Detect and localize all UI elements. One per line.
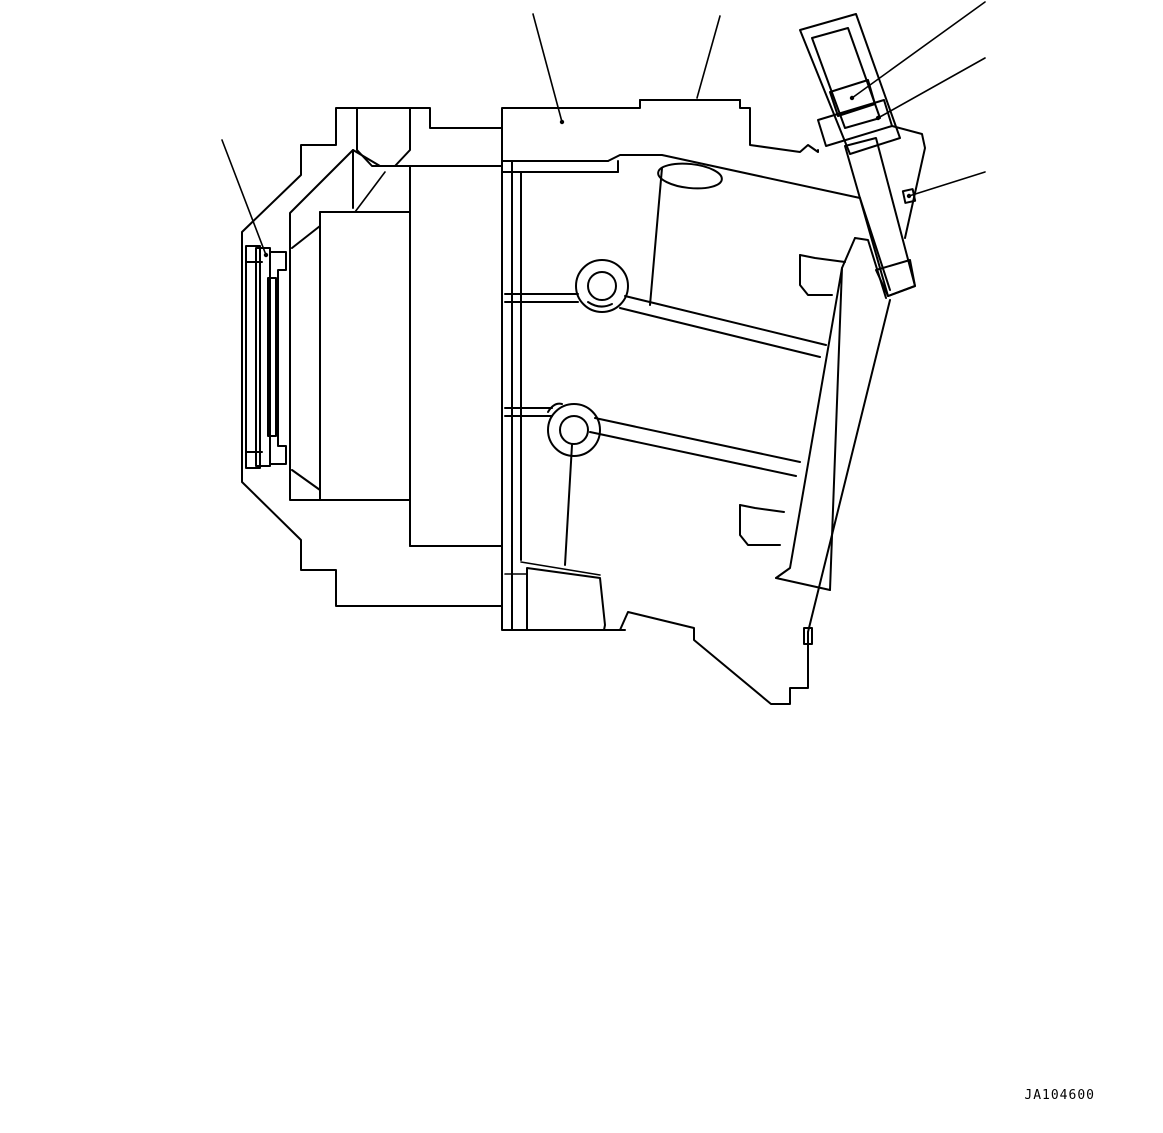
leader-left-seal [221,139,267,256]
seal-stack [245,245,287,469]
leader-housing [532,13,563,123]
leader-lines [221,1,986,256]
main-housing [501,99,861,705]
bearing-body [291,165,503,547]
figure-code: JA104600 [1024,1088,1095,1103]
speed-sensor [799,13,926,297]
leader-sensor-lower [877,57,986,119]
valve-block [739,197,891,645]
leader-sensor-screw [908,171,986,197]
leader-top-port [696,15,721,99]
leader-sensor-upper [851,1,986,99]
end-cover [241,107,503,607]
upper-passage [504,259,827,358]
lower-passage [504,402,801,477]
